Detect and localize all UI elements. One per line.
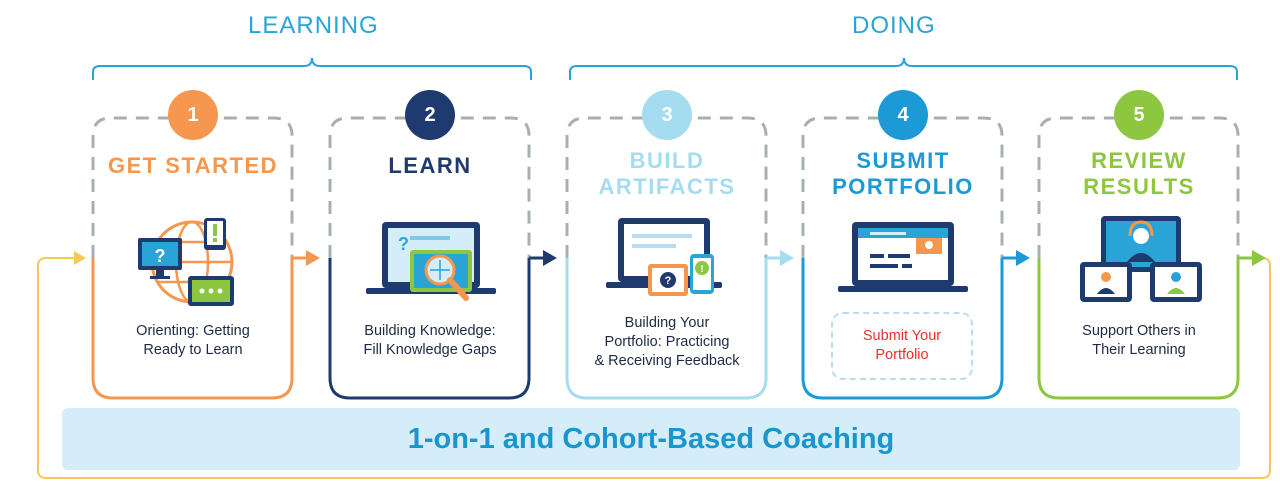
step-desc-3: Building Your Portfolio: Practicing & Re… [594,315,740,369]
step-desc-1: Orienting: Getting Ready to Learn [136,323,250,358]
step-number-2: 2 [424,104,436,126]
svg-text:?: ? [155,246,166,266]
step-badge-3 [642,90,692,140]
learning-brace [92,57,532,80]
coaching-bar: 1-on-1 and Cohort-Based Coaching [62,408,1240,470]
step-desc-5: Support Others in Their Learning [1082,323,1196,358]
step-title-4: SUBMIT PORTFOLIO [832,148,974,199]
coaching-label: 1-on-1 and Cohort-Based Coaching [407,422,895,455]
step-number-3: 3 [661,104,673,126]
doing-brace [569,57,1238,80]
svg-text:?: ? [398,234,409,254]
step-title-2: LEARN [388,153,472,178]
step-badge-1 [168,90,218,140]
step-badge-5 [1114,90,1164,140]
video-coaching-icon [1080,216,1202,302]
submit-portfolio-text-line2: Portfolio [875,347,929,363]
phase-learning-title: LEARNING [248,12,379,39]
svg-text:!: ! [700,264,703,275]
submit-portfolio-box[interactable]: Submit Your Portfolio [831,312,973,380]
laptop-portfolio-icon [838,222,968,292]
step-desc-2: Building Knowledge: Fill Knowledge Gaps [363,323,497,358]
step-title-1: GET STARTED [107,153,279,178]
submit-portfolio-text-line1: Submit Your [862,328,942,344]
svg-text:?: ? [665,275,672,287]
phase-doing-title: DOING [852,12,936,39]
step-badge-4 [878,90,928,140]
globe-devices-icon: ? [138,218,234,306]
step-badge-2 [405,90,455,140]
laptop-magnifier-icon: ? [366,222,496,301]
step-number-4: 4 [897,104,909,126]
step-title-3: BUILD ARTIFACTS [598,148,736,199]
laptop-feedback-icon: ? ! [606,218,722,296]
loop-arrow-head [74,251,86,265]
step-number-1: 1 [187,104,199,126]
step-title-5: REVIEW RESULTS [1083,148,1195,199]
loop-line [37,257,1271,479]
step-number-5: 5 [1133,104,1145,126]
